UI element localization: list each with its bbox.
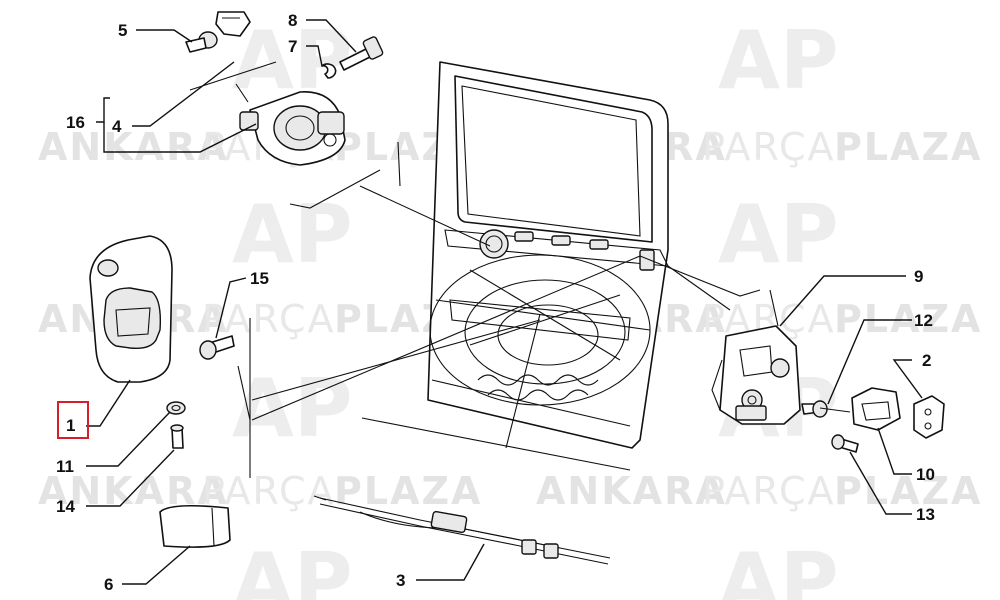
screw-13	[831, 434, 859, 453]
callout-11[interactable]: 11	[56, 457, 74, 476]
clip-7	[321, 63, 337, 79]
bolt-12	[801, 400, 828, 418]
door-lock-9	[711, 325, 801, 425]
callout-15[interactable]: 15	[250, 269, 269, 288]
callout-2[interactable]: 2	[922, 351, 931, 370]
bolt-15	[199, 335, 235, 360]
callout-14[interactable]: 14	[56, 497, 75, 516]
watermark-word: PLAZA	[334, 469, 482, 513]
callout-labels: 5 8 7 16 4 15 1 11 14 6 3 9 12 2 10 13	[56, 11, 935, 594]
handle-1	[89, 235, 173, 383]
watermark-word: PLAZA	[834, 125, 982, 169]
watermark-layer: AP AP AP AP AP AP AP AP ANKARA PARÇA PLA…	[38, 14, 982, 600]
callout-7[interactable]: 7	[288, 37, 297, 56]
watermark-word: PLAZA	[834, 469, 982, 513]
washer-11	[166, 401, 186, 415]
callout-4[interactable]: 4	[112, 117, 122, 136]
callout-16[interactable]: 16	[66, 113, 85, 132]
callout-10[interactable]: 10	[916, 465, 935, 484]
watermark-logo-text: AP	[718, 536, 839, 600]
watermark-word: PARÇA	[702, 469, 836, 513]
leader-lines	[86, 19, 923, 585]
callout-8[interactable]: 8	[288, 11, 297, 30]
sliding-door-frame	[427, 61, 669, 449]
callout-9[interactable]: 9	[914, 267, 923, 286]
cable-assembly-3	[313, 495, 611, 565]
plate-2	[913, 395, 945, 439]
watermark-word: PARÇA	[202, 469, 336, 513]
assembly-guides	[189, 61, 851, 478]
callout-6[interactable]: 6	[104, 575, 113, 594]
watermark-word: PARÇA	[202, 297, 336, 341]
screw-14	[170, 424, 184, 449]
watermark-word: PLAZA	[834, 297, 982, 341]
callout-1[interactable]: 1	[66, 416, 75, 435]
watermark-logo-text: AP	[232, 14, 353, 107]
watermark-word: ANKARA	[536, 469, 727, 513]
screw-8	[339, 36, 384, 71]
striker-10	[851, 387, 901, 431]
watermark-word: ANKARA	[38, 125, 229, 169]
cover-6	[159, 504, 231, 548]
watermark-word: PARÇA	[702, 125, 836, 169]
lock-cylinder-assembly	[239, 91, 346, 166]
highlight-box	[57, 401, 89, 439]
callout-3[interactable]: 3	[396, 571, 405, 590]
watermark-logo-text: AP	[232, 536, 353, 600]
watermark-logo-text: AP	[718, 188, 839, 281]
watermark-logo-text: AP	[232, 188, 353, 281]
cap	[215, 11, 251, 37]
callout-12[interactable]: 12	[914, 311, 933, 330]
watermark-logo-text: AP	[718, 14, 839, 107]
callout-5[interactable]: 5	[118, 21, 127, 40]
callout-13[interactable]: 13	[916, 505, 935, 524]
bolt-5	[185, 31, 218, 53]
